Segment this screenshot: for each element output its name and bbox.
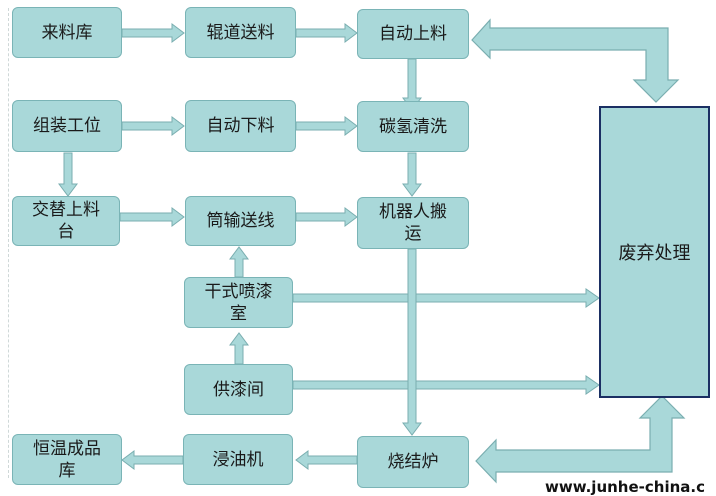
node-sinter: 烧结炉 <box>357 436 469 488</box>
arrow-paint-spray <box>229 332 249 365</box>
arrow-robot-sinter <box>402 248 422 436</box>
node-finished-store-line1: 恒温成品 <box>33 438 101 459</box>
node-wash-label: 碳氢清洗 <box>379 116 447 137</box>
node-roller: 辊道送料 <box>185 7 296 58</box>
node-robot-line2: 运 <box>404 224 422 244</box>
node-alt-load: 交替上料 台 <box>12 196 120 246</box>
node-waste-label: 废弃处理 <box>618 243 691 264</box>
arrow-sinter-oil <box>295 450 358 470</box>
node-sinter-label: 烧结炉 <box>387 452 439 472</box>
node-warehouse-label: 来料库 <box>41 22 93 43</box>
node-assembly-label: 组装工位 <box>33 116 101 136</box>
arrow-unload-wash <box>295 116 358 136</box>
node-wash: 碳氢清洗 <box>357 101 469 152</box>
arrow-paint-waste <box>292 375 600 395</box>
arrow-altload-conveyor <box>119 207 185 227</box>
node-conveyor-label: 筒输送线 <box>206 211 275 231</box>
arrow-oil-finished <box>121 450 184 470</box>
frame-line <box>8 8 10 478</box>
node-auto-unload-label: 自动下料 <box>206 116 275 136</box>
node-oil-dip: 浸油机 <box>183 434 293 485</box>
arrow-warehouse-roller <box>121 23 185 43</box>
arrow-spray-waste <box>292 288 600 308</box>
node-alt-load-line1: 交替上料 <box>32 200 100 220</box>
big-arrow-bottom <box>475 395 686 484</box>
node-assembly: 组装工位 <box>12 100 122 152</box>
node-alt-load-line2: 台 <box>57 222 75 242</box>
node-finished-store-line2: 库 <box>58 460 76 481</box>
node-spray-room-line1: 干式喷漆 <box>204 281 273 302</box>
arrow-roller-autoload <box>295 23 358 43</box>
arrow-conveyor-robot <box>295 207 358 227</box>
arrow-spray-conveyor <box>229 246 249 278</box>
arrow-assembly-unload <box>121 116 185 136</box>
node-robot-line1: 机器人搬 <box>379 202 447 222</box>
node-paint-supply: 供漆间 <box>184 364 293 415</box>
arrow-wash-robot <box>402 152 422 197</box>
node-finished-store: 恒温成品 库 <box>12 434 122 485</box>
node-warehouse: 来料库 <box>12 7 122 58</box>
node-roller-label: 辊道送料 <box>206 22 275 43</box>
node-conveyor: 筒输送线 <box>185 196 296 246</box>
node-paint-supply-label: 供漆间 <box>213 379 264 400</box>
big-arrow-top <box>471 18 680 103</box>
node-waste: 废弃处理 <box>599 106 710 398</box>
node-auto-unload: 自动下料 <box>185 100 296 152</box>
node-auto-load-label: 自动上料 <box>379 24 447 44</box>
node-spray-room-line2: 室 <box>230 303 247 324</box>
node-spray-room: 干式喷漆 室 <box>184 277 293 328</box>
node-robot: 机器人搬 运 <box>357 197 469 249</box>
node-auto-load: 自动上料 <box>357 9 469 59</box>
watermark-url: www.junhe-china.c <box>545 478 705 496</box>
arrow-assembly-altload <box>58 152 78 197</box>
node-oil-dip-label: 浸油机 <box>212 449 264 470</box>
